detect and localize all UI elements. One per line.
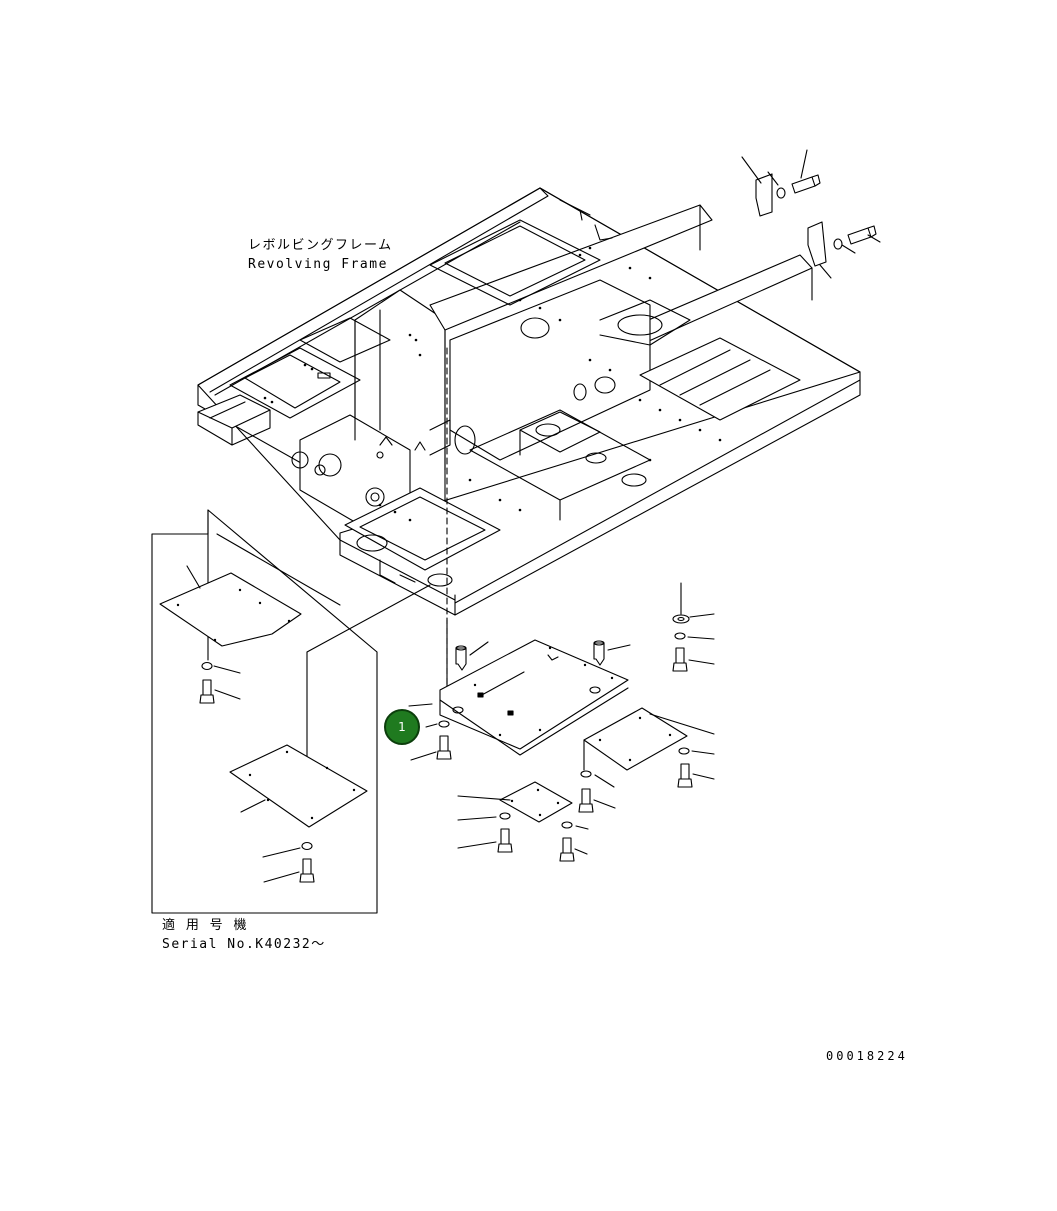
serial-label-jp: 適 用 号 機	[162, 918, 248, 933]
revolving-frame-label-en: Revolving Frame	[248, 257, 388, 272]
revolving-frame	[197, 187, 861, 616]
bracket-assembly-upper	[741, 149, 881, 279]
serial-label-en: Serial No.K40232～	[162, 937, 326, 952]
serial-inset-box	[151, 509, 431, 914]
under-cover-assembly	[408, 347, 715, 862]
drawing-number: 00018224	[826, 1049, 908, 1063]
revolving-frame-label-jp: レボルビングフレーム	[248, 238, 393, 253]
callout-1-button[interactable]: 1	[384, 709, 420, 745]
frame-bolt-holes	[263, 246, 722, 522]
